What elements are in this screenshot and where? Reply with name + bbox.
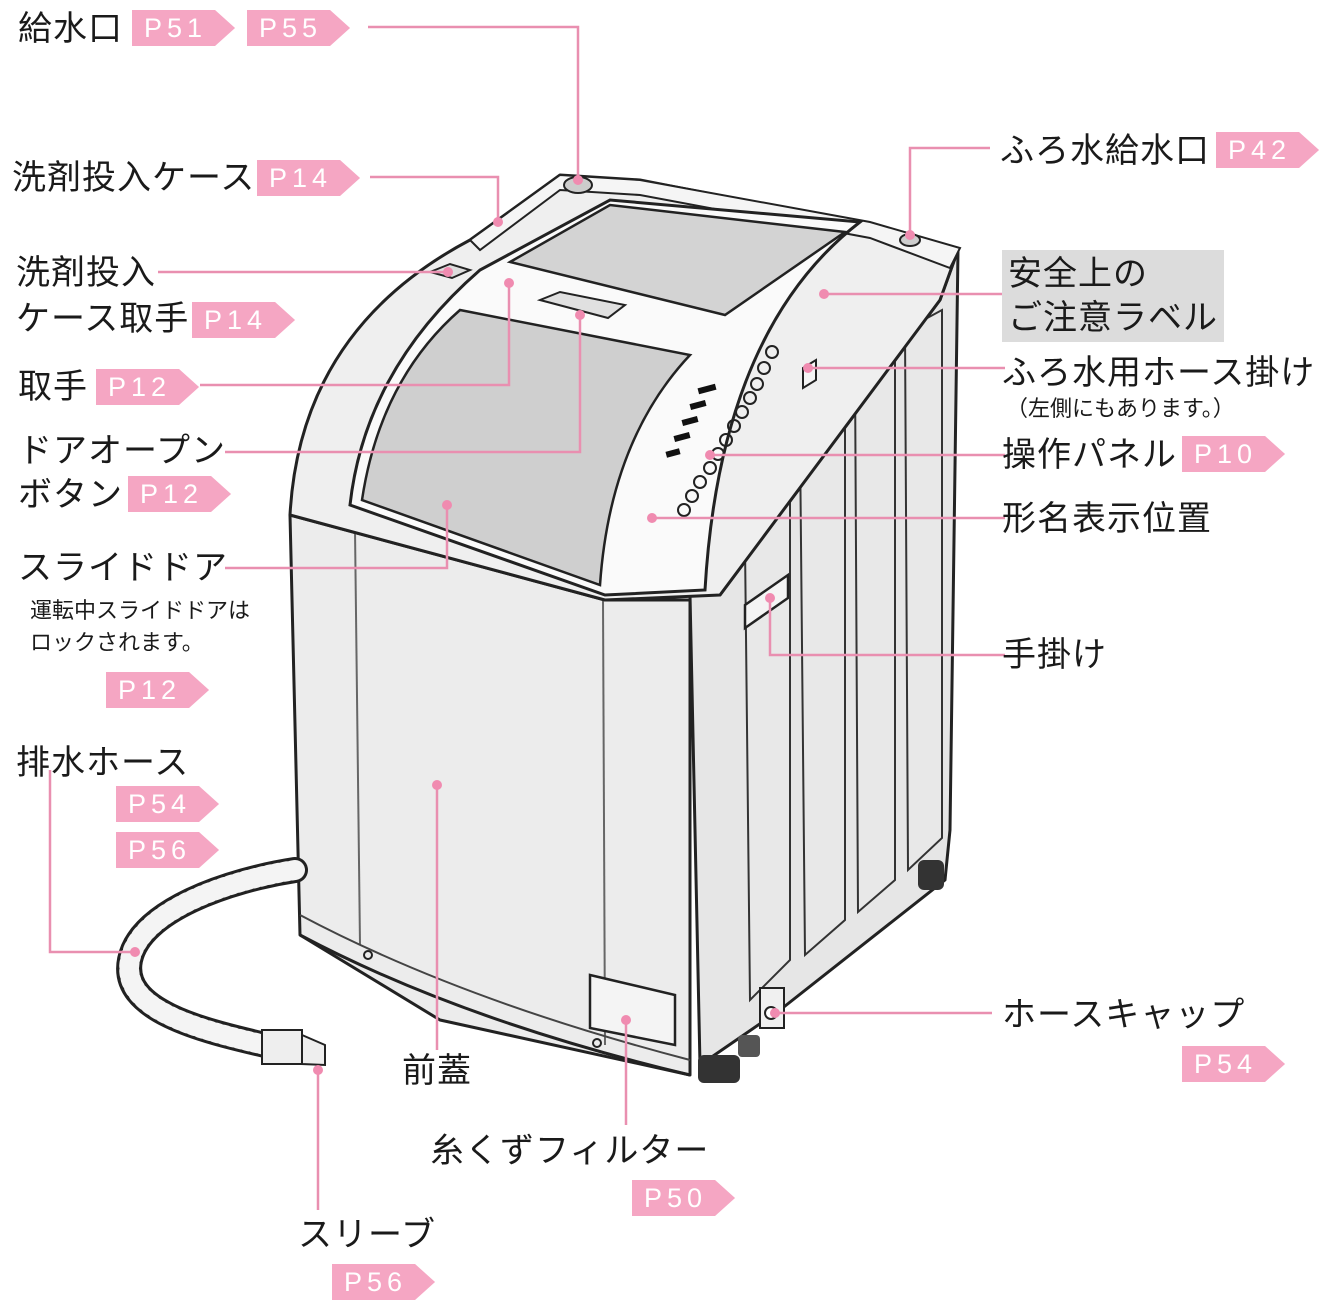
page-ref-tag[interactable]: P54 <box>116 786 219 822</box>
page-ref-tag[interactable]: P10 <box>1182 436 1285 472</box>
sleeve-label: スリーブ <box>298 1215 436 1255</box>
detergent-case-label: 洗剤投入ケース <box>12 158 256 198</box>
page-ref-tag[interactable]: P51 <box>132 10 235 46</box>
control-panel-label: 操作パネル <box>1002 435 1177 475</box>
detergent-case-handle-label-2: ケース取手 <box>16 299 190 339</box>
detergent-case-handle-label-1: 洗剤投入 <box>16 253 156 293</box>
hand-grip-label: 手掛け <box>1002 635 1107 675</box>
page-ref-tag[interactable]: P50 <box>632 1180 735 1216</box>
safety-label-line-2: ご注意ラベル <box>1008 298 1218 338</box>
page-ref-tag[interactable]: P12 <box>128 476 231 512</box>
page-ref-tag[interactable]: P12 <box>106 672 209 708</box>
model-name-position-label: 形名表示位置 <box>1002 499 1212 539</box>
safety-label-line-1: 安全上の <box>1008 254 1148 294</box>
hose-cap-label: ホースキャップ <box>1002 995 1246 1035</box>
slide-door-label: スライドドア <box>18 548 228 588</box>
safety-label: 安全上の ご注意ラベル <box>1002 250 1224 342</box>
page-ref-tag[interactable]: P56 <box>332 1264 435 1300</box>
page-ref-tag[interactable]: P12 <box>96 369 199 405</box>
bath-hose-hook-label: ふろ水用ホース掛け <box>1002 353 1316 393</box>
handle-label: 取手 <box>18 367 88 407</box>
slide-door-note-2: ロックされます。 <box>30 631 204 656</box>
front-cover-label: 前蓋 <box>402 1051 472 1091</box>
page-ref-tag[interactable]: P14 <box>257 160 360 196</box>
page-ref-tag[interactable]: P14 <box>192 302 295 338</box>
door-open-button-label-1: ドアオープン <box>18 431 226 471</box>
page-ref-tag[interactable]: P55 <box>247 10 350 46</box>
bath-water-inlet-label: ふろ水給水口 <box>1000 131 1210 171</box>
page-ref-tag[interactable]: P42 <box>1216 132 1319 168</box>
lint-filter-label: 糸くずフィルター <box>430 1131 710 1171</box>
bath-hose-hook-note: （左側にもあります。） <box>1006 397 1235 422</box>
slide-door <box>360 308 693 587</box>
page-ref-tag[interactable]: P54 <box>1182 1046 1285 1082</box>
door-open-button-label-2: ボタン <box>18 475 123 515</box>
slide-door-note-1: 運転中スライドドアは <box>30 599 251 624</box>
page-ref-tag[interactable]: P56 <box>116 832 219 868</box>
water-inlet-label: 給水口 <box>18 9 123 49</box>
drain-hose-label: 排水ホース <box>16 743 190 783</box>
